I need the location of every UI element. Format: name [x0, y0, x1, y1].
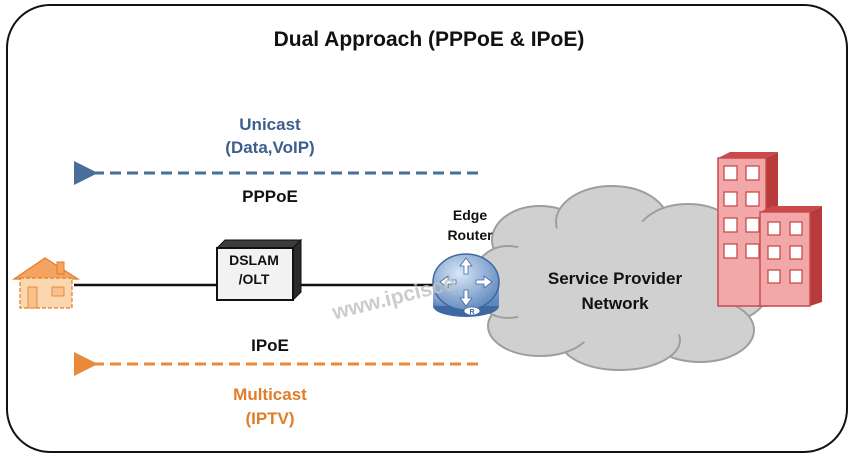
unicast-title: Unicast [239, 115, 301, 134]
dslam-box [215, 238, 303, 302]
dslam-label-line1: DSLAM [229, 252, 279, 268]
cloud-label: Service Provider Network [525, 266, 705, 316]
multicast-title: Multicast [233, 385, 307, 404]
edge-router-label: Edge Router [430, 205, 510, 245]
cloud-label-line1: Service Provider [547, 269, 683, 288]
buildings-icon [717, 152, 822, 307]
multicast-label: Multicast (IPTV) [170, 383, 370, 431]
diagram-title: Dual Approach (PPPoE & IPoE) [273, 28, 585, 51]
pppoe-label: PPPoE [242, 187, 298, 206]
house-icon [12, 257, 81, 309]
ipoe-label: IPoE [251, 336, 289, 355]
cloud-label-line2: Network [581, 294, 649, 313]
multicast-subtitle: (IPTV) [245, 409, 295, 428]
dslam-label-line2: /OLT [238, 271, 270, 287]
unicast-subtitle: (Data,VoIP) [225, 138, 315, 157]
dslam-label: DSLAM /OLT [218, 251, 290, 289]
diagram-frame [6, 4, 848, 453]
unicast-label: Unicast (Data,VoIP) [170, 113, 370, 159]
router-icon: R [432, 253, 500, 317]
edge-router-label-line1: Edge [452, 207, 488, 223]
edge-router-label-line2: Router [447, 227, 493, 243]
router-badge: R [469, 309, 474, 316]
